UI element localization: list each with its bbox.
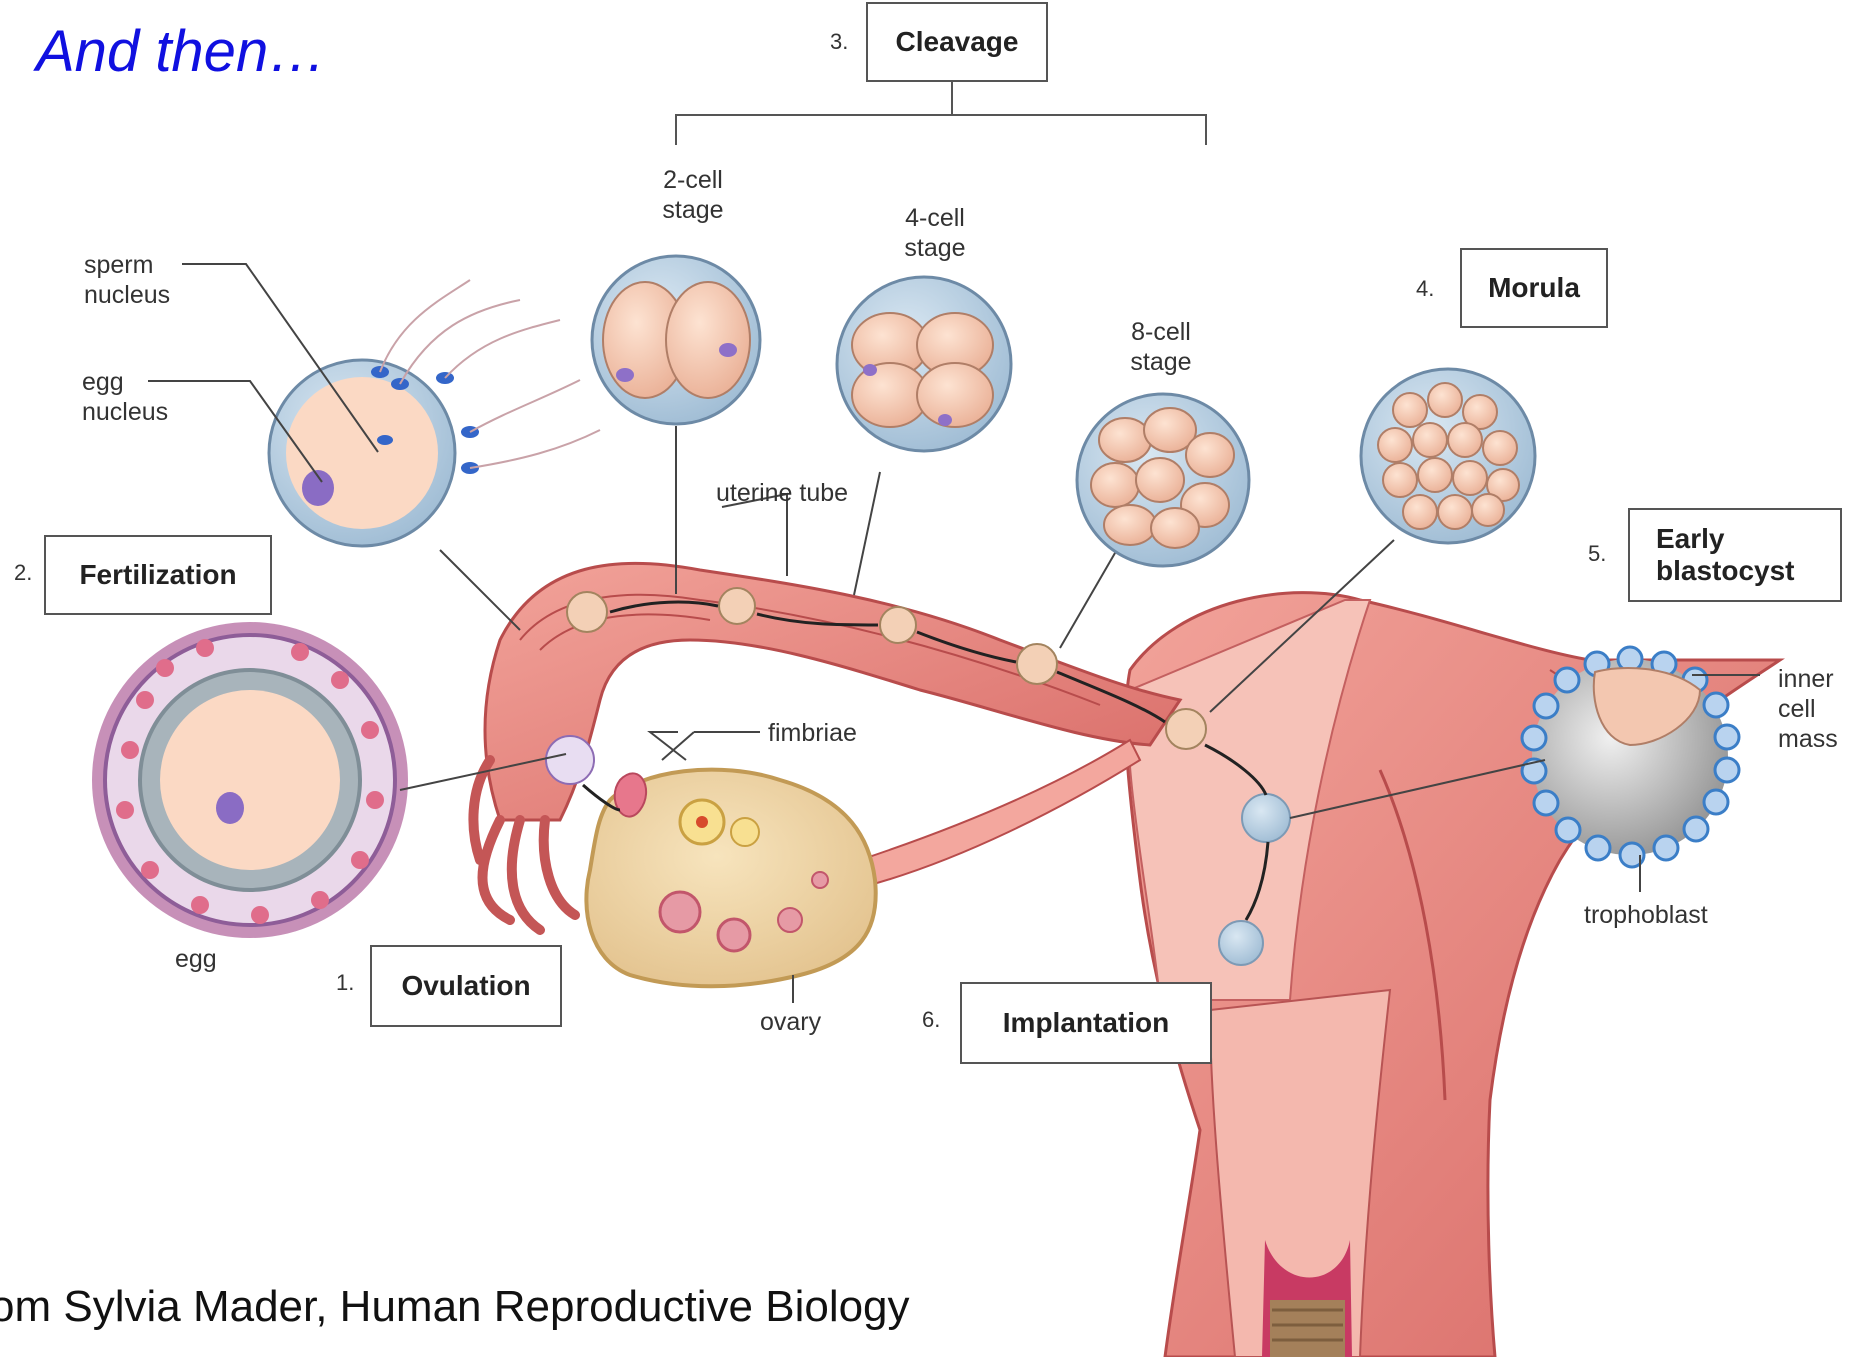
slide-title: And then…: [36, 18, 326, 85]
stage-box-morula: Morula: [1460, 248, 1608, 328]
label-inner-cell-mass: inner cell mass: [1778, 664, 1846, 754]
two-cell-bubble: [592, 256, 760, 424]
stage-number: 3.: [830, 29, 848, 55]
label-ovary: ovary: [760, 1007, 821, 1037]
stage-box-early-blastocyst: Early blastocyst: [1628, 508, 1842, 602]
stage-number: 2.: [14, 560, 32, 586]
label-two-cell-stage: 2-cell stage: [648, 165, 738, 225]
stage-box-ovulation: Ovulation: [370, 945, 562, 1027]
label-four-cell-stage: 4-cell stage: [890, 203, 980, 263]
label-sperm-nucleus: sperm nucleus: [84, 250, 194, 310]
eight-cell-bubble: [1077, 394, 1249, 566]
label-egg: egg: [175, 944, 217, 974]
stage-box-cleavage: Cleavage: [866, 2, 1048, 82]
label-fimbriae: fimbriae: [768, 718, 857, 748]
label-uterine-tube: uterine tube: [716, 478, 848, 508]
morula-bubble: [1361, 369, 1535, 543]
stage-number: 5.: [1588, 541, 1606, 567]
cleavage-bracket: [676, 82, 1206, 145]
stage-number: 6.: [922, 1007, 940, 1033]
stage-number: 1.: [336, 970, 354, 996]
label-eight-cell-stage: 8-cell stage: [1116, 317, 1206, 377]
ovary: [586, 770, 875, 987]
label-trophoblast: trophoblast: [1584, 900, 1708, 930]
egg-large: [92, 622, 408, 938]
stage-number: 4.: [1416, 276, 1434, 302]
stage-box-fertilization: Fertilization: [44, 535, 272, 615]
stage-box-implantation: Implantation: [960, 982, 1212, 1064]
four-cell-bubble: [837, 277, 1011, 451]
fertilization-bubble: [269, 280, 600, 546]
source-credit: om Sylvia Mader, Human Reproductive Biol…: [0, 1282, 910, 1332]
label-egg-nucleus: egg nucleus: [82, 367, 192, 427]
